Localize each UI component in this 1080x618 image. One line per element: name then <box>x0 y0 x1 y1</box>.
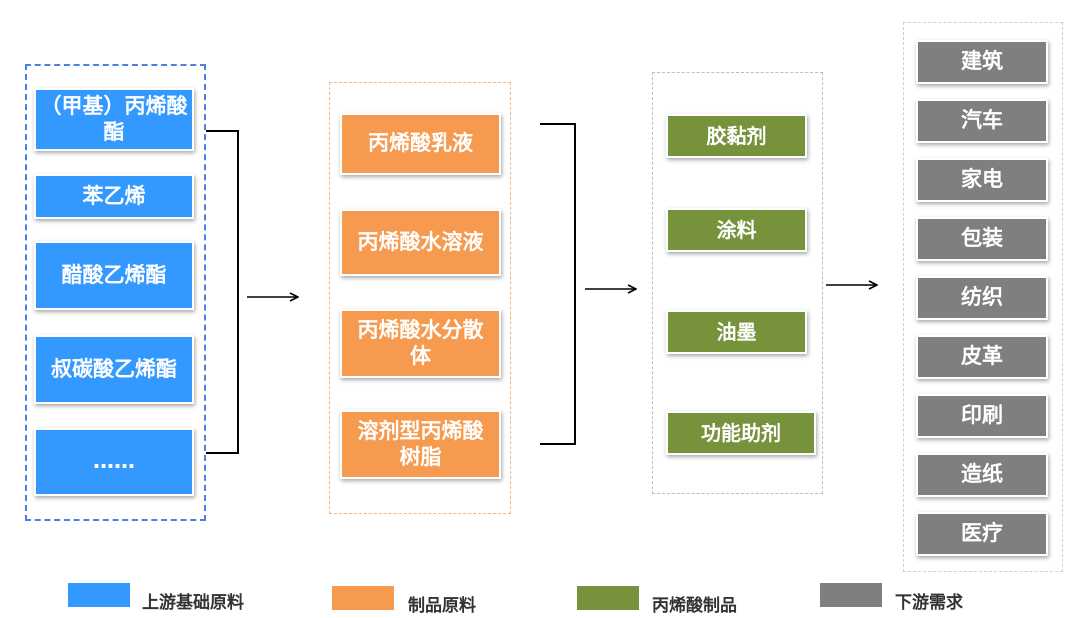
product-material-box-2: 丙烯酸水溶液 <box>340 209 501 276</box>
downstream-box-6: 皮革 <box>916 335 1048 379</box>
downstream-box-3: 家电 <box>916 158 1048 202</box>
legend-swatch-downstream <box>820 583 882 607</box>
upstream-box-5: …… <box>34 428 194 496</box>
product-material-box-1: 丙烯酸乳液 <box>340 113 501 175</box>
upstream-box-2: 苯乙烯 <box>34 174 194 219</box>
downstream-column-frame <box>903 22 1063 572</box>
downstream-box-1: 建筑 <box>916 40 1048 84</box>
upstream-box-4: 叔碳酸乙烯酯 <box>34 335 194 404</box>
legend-swatch-acrylic-product <box>577 586 639 610</box>
acrylic-product-box-1: 胶黏剂 <box>666 114 807 158</box>
acrylic-product-box-2: 涂料 <box>666 208 807 252</box>
product-material-box-4: 溶剂型丙烯酸树脂 <box>340 410 501 479</box>
product-material-box-3: 丙烯酸水分散体 <box>340 309 501 378</box>
legend-label-downstream: 下游需求 <box>895 593 963 613</box>
downstream-box-9: 医疗 <box>916 512 1048 556</box>
acrylic-product-box-4: 功能助剂 <box>666 411 816 455</box>
downstream-box-4: 包装 <box>916 217 1048 261</box>
downstream-box-2: 汽车 <box>916 99 1048 143</box>
legend-swatch-product-material <box>332 586 394 610</box>
legend-label-product-material: 制品原料 <box>408 596 476 616</box>
upstream-column-frame <box>25 64 206 521</box>
downstream-box-8: 造纸 <box>916 453 1048 497</box>
product-material-column-frame <box>329 82 511 514</box>
bracket-materials <box>540 123 576 445</box>
acrylic-product-box-3: 油墨 <box>666 310 807 354</box>
downstream-box-7: 印刷 <box>916 394 1048 438</box>
acrylic-product-column-frame <box>652 72 823 494</box>
upstream-box-3: 醋酸乙烯酯 <box>34 241 194 310</box>
legend-label-acrylic-product: 丙烯酸制品 <box>652 596 737 616</box>
upstream-box-1: （甲基）丙烯酸酯 <box>34 88 194 151</box>
downstream-box-5: 纺织 <box>916 276 1048 320</box>
bracket-upstream <box>206 130 239 454</box>
legend-swatch-upstream <box>68 583 130 607</box>
legend-label-upstream: 上游基础原料 <box>142 593 244 613</box>
